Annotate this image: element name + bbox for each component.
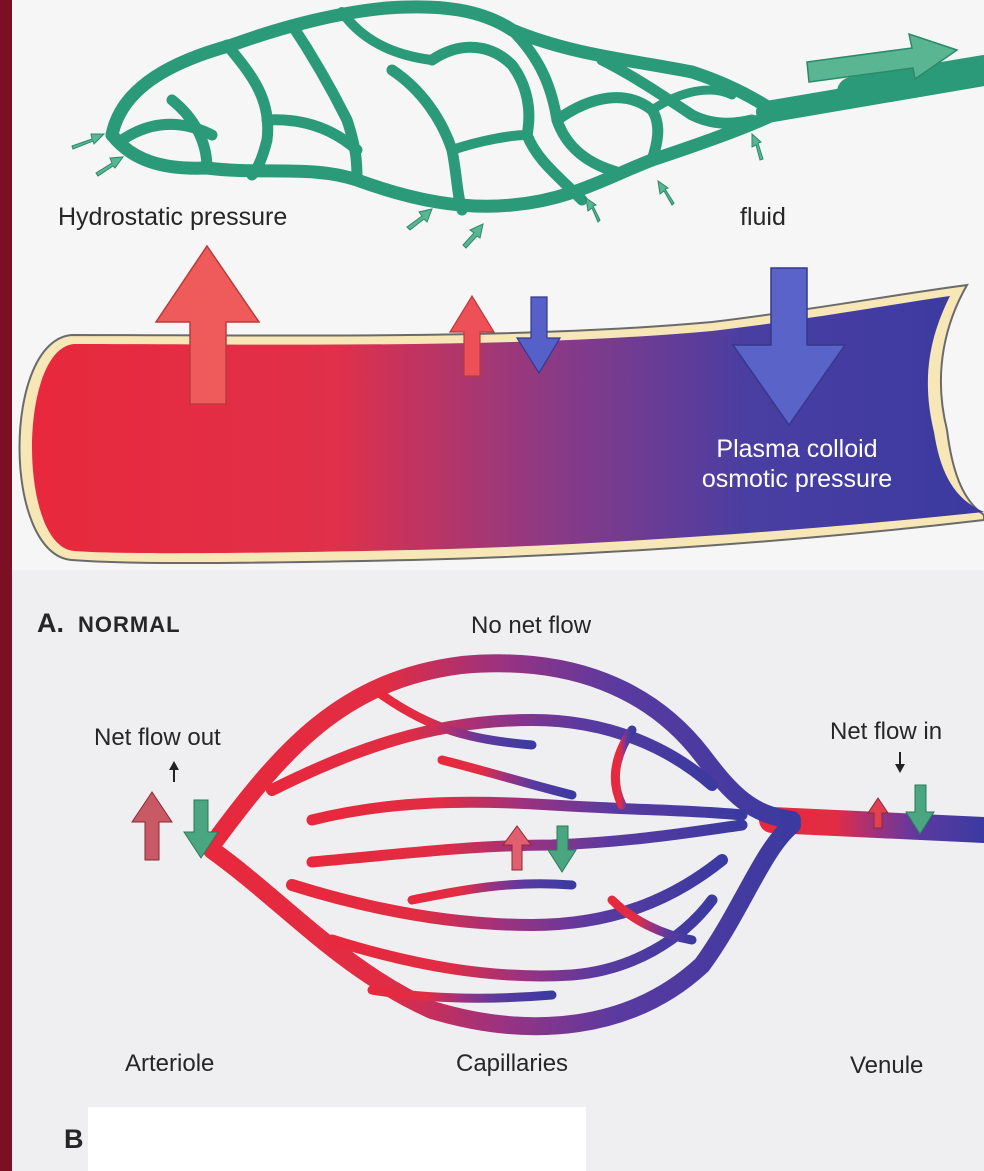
panel-b-capillary-bed: A. NORMAL No net flow Net flow out Net f… [12, 570, 984, 1171]
lymphatic-vessel-network [112, 7, 984, 210]
blank-caption-box [88, 1107, 586, 1171]
fluid-label: fluid [740, 205, 786, 230]
panel-b-diagram [12, 570, 984, 1171]
venule-label: Venule [850, 1054, 923, 1078]
no-net-flow-label: No net flow [471, 614, 591, 638]
panel-a-normal: Hydrostatic pressure fluid Plasma colloi… [12, 0, 984, 570]
net-flow-out-label: Net flow out [94, 726, 221, 750]
panel-a-title: NORMAL [78, 614, 181, 636]
plasma-colloid-label-line2: osmotic pressure [662, 467, 932, 492]
capillaries-label: Capillaries [456, 1052, 568, 1076]
capillary-vessel [20, 285, 984, 563]
hydrostatic-pressure-label: Hydrostatic pressure [58, 205, 287, 230]
net-flow-out-indicator-arrow [169, 761, 179, 782]
panel-a-letter: A. [37, 610, 64, 637]
arteriole-label: Arteriole [125, 1052, 214, 1076]
net-flow-in-label: Net flow in [830, 720, 942, 744]
panel-b-letter: B [64, 1126, 84, 1153]
net-flow-in-indicator-arrow [895, 752, 905, 773]
plasma-colloid-label-line1: Plasma colloid [662, 437, 932, 462]
